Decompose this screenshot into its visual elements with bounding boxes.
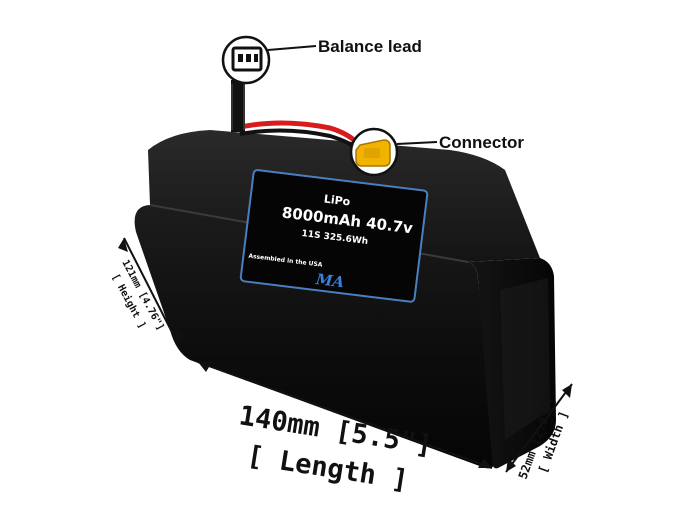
label-chemistry: LiPo <box>323 192 351 208</box>
label-logo: MA <box>314 270 345 291</box>
red-wire <box>235 120 362 148</box>
balance-lead-label: Balance lead <box>318 37 422 56</box>
connector-pointer <box>396 141 438 145</box>
balance-plug-icon <box>221 35 271 85</box>
balance-lead-pointer <box>267 45 317 51</box>
connector-label: Connector <box>439 133 524 152</box>
battery-label: LiPo 8000mAh 40.7v 11S 325.6Wh Assembled… <box>239 169 429 303</box>
xt-connector-icon <box>349 127 399 177</box>
